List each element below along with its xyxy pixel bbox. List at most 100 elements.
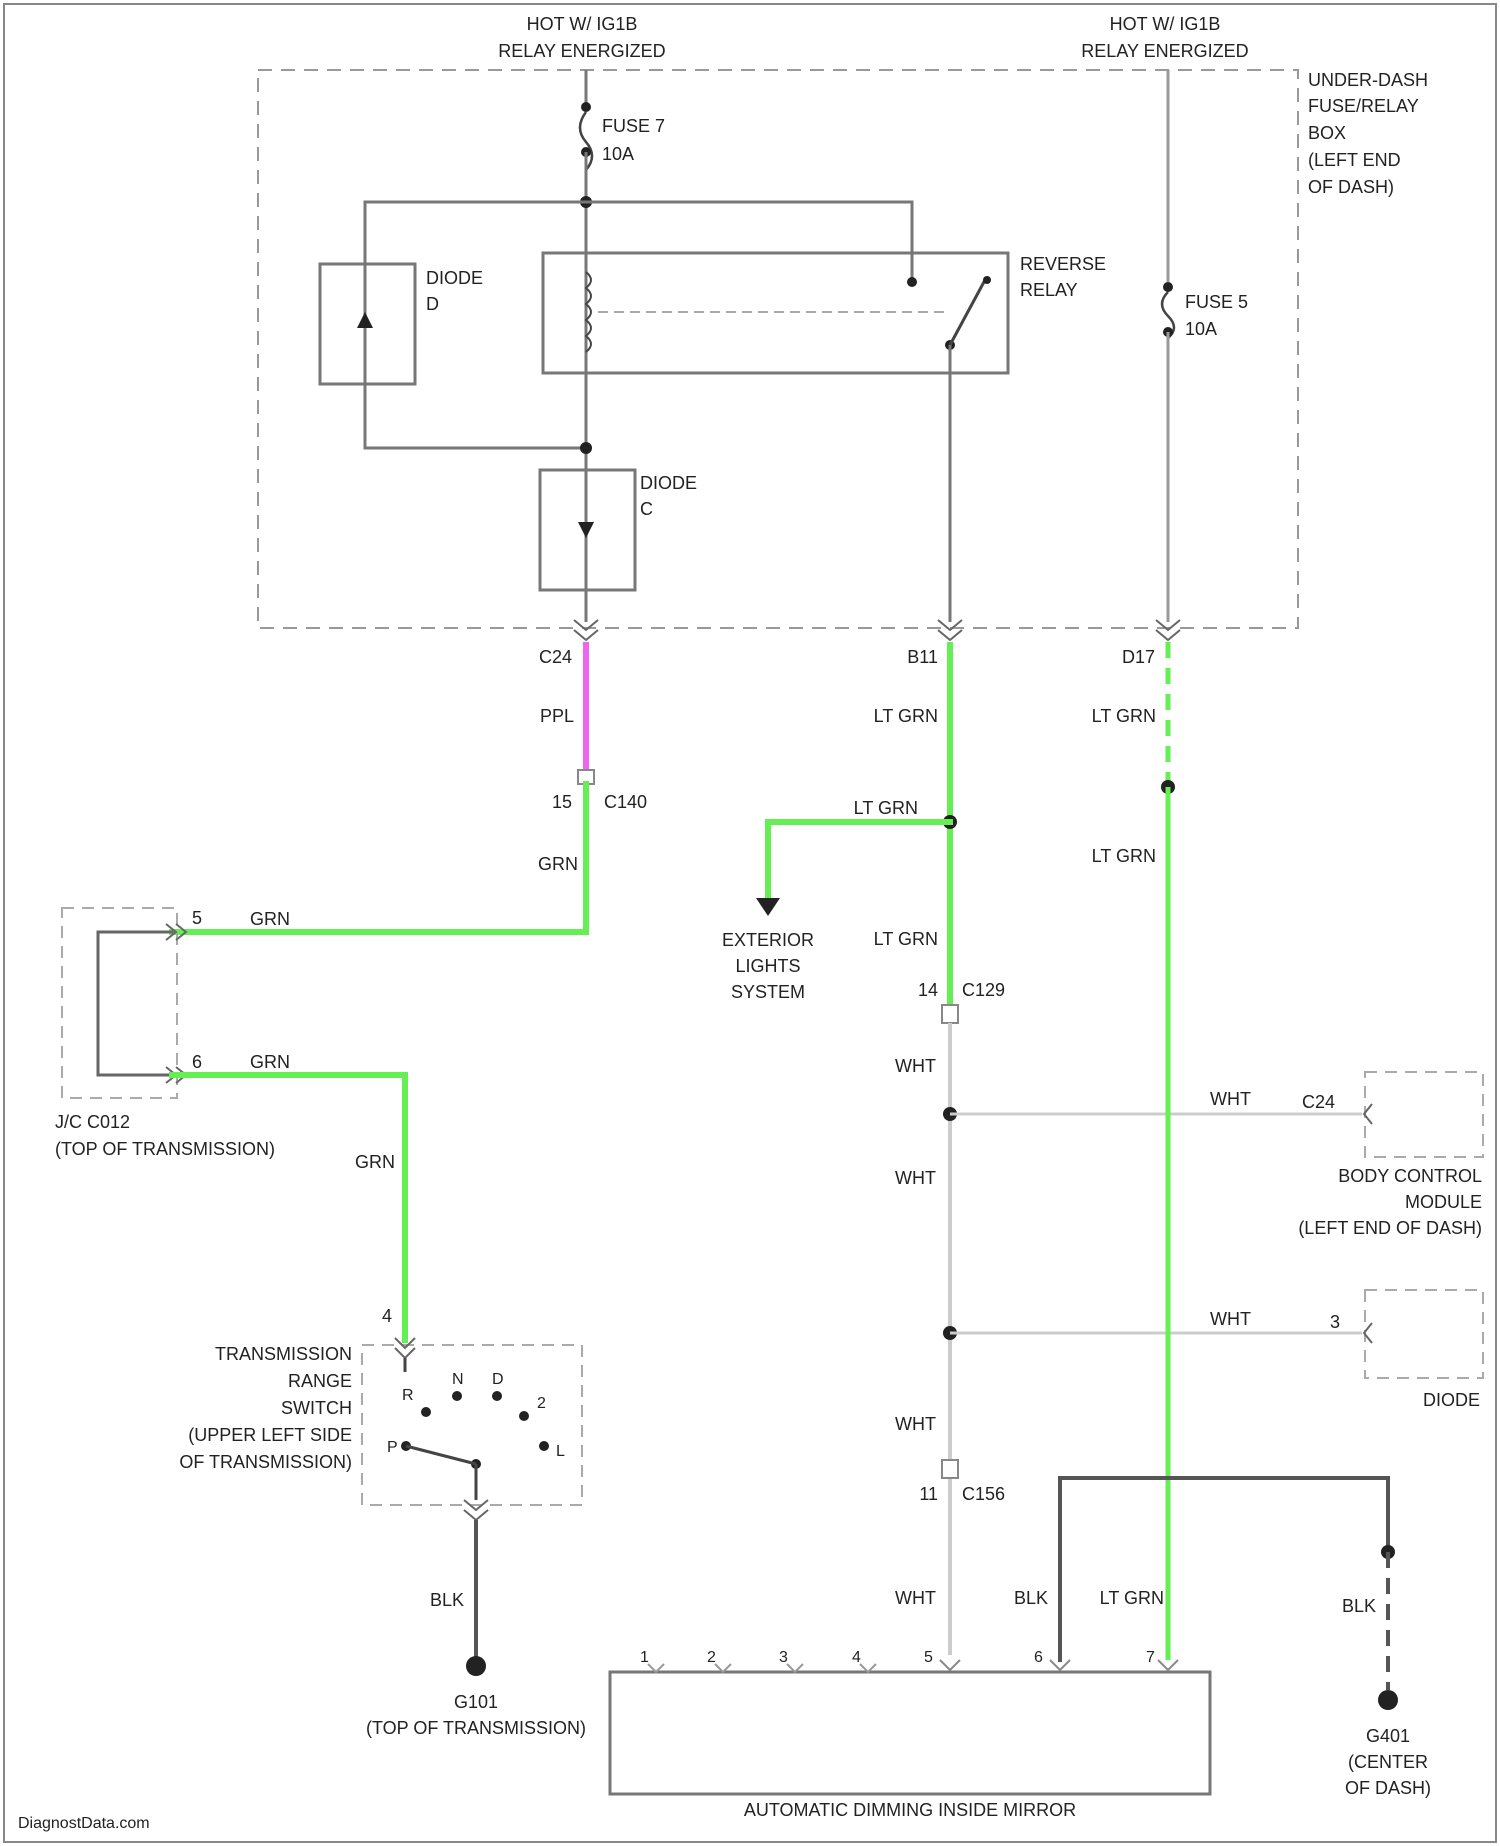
wht-wire-label-2: WHT	[1210, 1089, 1251, 1109]
c156-label: C156	[962, 1484, 1005, 1504]
relay-fixed-contact	[907, 277, 917, 287]
reverse-relay-label-2: RELAY	[1020, 280, 1078, 300]
c140-pin-label: 15	[552, 792, 572, 812]
trs-contact-r	[421, 1407, 431, 1417]
bcm-label-2: MODULE	[1405, 1192, 1482, 1212]
fuse-box-label-1: UNDER-DASH	[1308, 70, 1428, 90]
left-hot-label-1: HOT W/ IG1B	[527, 14, 638, 34]
c24-top-label: C24	[539, 647, 572, 667]
wht-wire-label-1: WHT	[895, 1056, 936, 1076]
mirror-pin-5-symbol	[940, 1660, 960, 1670]
wht-wire-label-6: WHT	[895, 1588, 936, 1608]
d17-label: D17	[1122, 647, 1155, 667]
fuse5-rating: 10A	[1185, 319, 1217, 339]
diode-box-outline	[1365, 1290, 1483, 1378]
mirror-pin-2: 2	[707, 1649, 716, 1666]
fuse-box-label-2: FUSE/RELAY	[1308, 96, 1419, 116]
jc-c012-outline	[62, 908, 177, 1098]
ltgrn-wire-label-2: LT GRN	[854, 798, 918, 818]
trs-label-2: RANGE	[288, 1371, 352, 1391]
b11-connector-symbol	[938, 620, 962, 640]
junction-bottom-node	[580, 442, 592, 454]
blk-wire-label-1: BLK	[430, 1590, 464, 1610]
grn-wire-label-1: GRN	[538, 854, 578, 874]
right-hot-label-1: HOT W/ IG1B	[1110, 14, 1221, 34]
fuse7-name: FUSE 7	[602, 116, 665, 136]
ltgrn-wire-label-5: LT GRN	[1092, 846, 1156, 866]
relay-feed-wire	[365, 202, 586, 448]
wht-wire-label-3: WHT	[895, 1168, 936, 1188]
jc-internal-bridge	[98, 932, 172, 1075]
jc-label-1: J/C C012	[55, 1112, 130, 1132]
trs-pin4-label: 4	[382, 1306, 392, 1326]
ltgrn-wire-label-4: LT GRN	[1092, 706, 1156, 726]
grn-wire-label-3: GRN	[250, 1052, 290, 1072]
fuse5-top-node	[1163, 282, 1173, 292]
mirror-pin-3: 3	[779, 1649, 788, 1666]
diode-box-label: DIODE	[1423, 1390, 1480, 1410]
jc-pin6-label: 6	[192, 1052, 202, 1072]
grn-wire-jc-to-trs	[172, 1075, 405, 1340]
mirror-box	[610, 1672, 1210, 1794]
d17-connector-symbol	[1156, 620, 1180, 640]
fuse-box-label-4: (LEFT END	[1308, 150, 1401, 170]
blk-wire-label-3: BLK	[1342, 1596, 1376, 1616]
jc-label-2: (TOP OF TRANSMISSION)	[55, 1139, 275, 1159]
trs-outline	[362, 1345, 582, 1505]
diode-d-letter: D	[426, 294, 439, 314]
mirror-pin-6: 6	[1034, 1649, 1043, 1666]
g101-ground-icon	[466, 1656, 486, 1676]
reverse-relay-label-1: REVERSE	[1020, 254, 1106, 274]
ltgrn-wire-label-1: LT GRN	[874, 706, 938, 726]
wht-wire-label-4: WHT	[1210, 1309, 1251, 1329]
grn-wire-label-4: GRN	[355, 1152, 395, 1172]
trs-pos-p: P	[387, 1439, 398, 1456]
trs-label-3: SWITCH	[281, 1398, 352, 1418]
trs-contact-2	[519, 1411, 529, 1421]
wht-wire-label-5: WHT	[895, 1414, 936, 1434]
trs-pos-2: 2	[537, 1395, 546, 1412]
relay-switch-blade	[950, 280, 985, 345]
trs-contact-n	[452, 1391, 462, 1401]
diode-c-letter: C	[640, 499, 653, 519]
b11-label: B11	[907, 647, 938, 667]
trs-bottom-connector	[464, 1500, 488, 1520]
c156-connector-symbol	[942, 1460, 958, 1478]
trs-pos-l: L	[556, 1443, 565, 1460]
left-hot-label-2: RELAY ENERGIZED	[498, 41, 665, 61]
diode-pin-label: 3	[1330, 1312, 1340, 1332]
trs-label-4: (UPPER LEFT SIDE	[188, 1425, 352, 1445]
c24-bcm-label: C24	[1302, 1092, 1335, 1112]
blk-wire-mirror-to-g401	[1060, 1478, 1388, 1660]
trs-label-1: TRANSMISSION	[215, 1344, 352, 1364]
g401-name: G401	[1366, 1726, 1410, 1746]
exterior-lights-arrow	[756, 898, 780, 916]
mirror-pin-7: 7	[1146, 1649, 1155, 1666]
fuse7-top-node	[581, 102, 591, 112]
g101-name: G101	[454, 1692, 498, 1712]
trs-contact-l	[539, 1441, 549, 1451]
exterior-label-2: LIGHTS	[735, 956, 800, 976]
g401-ground-icon	[1378, 1690, 1398, 1710]
trs-label-5: OF TRANSMISSION)	[179, 1452, 352, 1472]
fuse-box-label-5: OF DASH)	[1308, 177, 1394, 197]
g401-line2: (CENTER	[1348, 1752, 1428, 1772]
ltgrn-wire-label-6: LT GRN	[1100, 1588, 1164, 1608]
mirror-pins: 1 2 3 4 5 6 7	[640, 1649, 1178, 1672]
c129-connector-symbol	[942, 1005, 958, 1023]
ltgrn-wire-exterior	[768, 822, 950, 900]
diode-d-symbol	[357, 312, 373, 328]
trs-pos-d: D	[492, 1371, 504, 1388]
ppl-wire-label: PPL	[540, 706, 574, 726]
c129-pin-label: 14	[918, 980, 938, 1000]
mirror-pin-1: 1	[640, 1649, 649, 1666]
relay-contact-wire	[586, 202, 912, 280]
g101-desc: (TOP OF TRANSMISSION)	[366, 1718, 586, 1738]
mirror-pin-7-symbol	[1158, 1660, 1178, 1670]
grn-wire-label-2: GRN	[250, 909, 290, 929]
exterior-label-1: EXTERIOR	[722, 930, 814, 950]
trs-pos-n: N	[452, 1371, 464, 1388]
jc-pin5-label: 5	[192, 908, 202, 928]
bcm-outline	[1365, 1072, 1483, 1157]
